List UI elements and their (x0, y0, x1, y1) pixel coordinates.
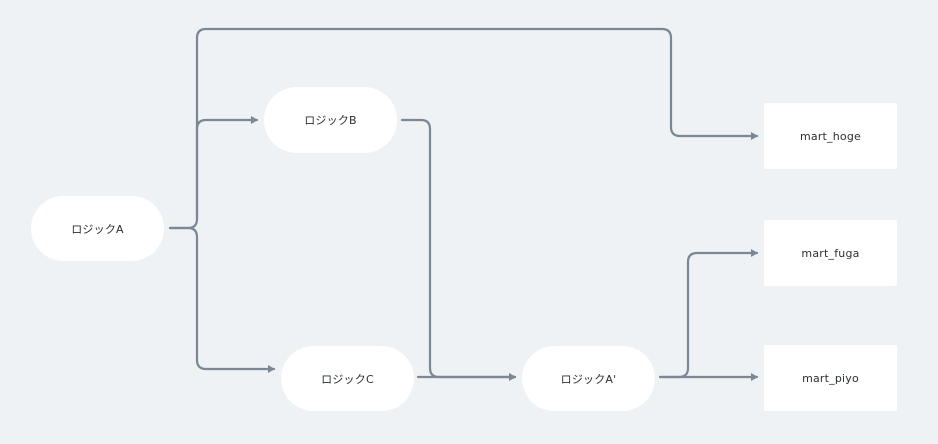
node-logic-c[interactable]: ロジックC (281, 346, 414, 411)
node-logic-c-label: ロジックC (321, 372, 374, 386)
edge-logic-a-prime-to-mart-fuga (658, 249, 759, 379)
edge-logic-b-to-logic-a-prime (400, 118, 517, 381)
edge-logic-a-to-logic-b (195, 116, 259, 221)
node-logic-b-label: ロジックB (304, 114, 357, 127)
node-logic-a-prime-label: ロジックA' (560, 372, 617, 386)
node-logic-b[interactable]: ロジックB (264, 87, 397, 153)
node-logic-a-prime[interactable]: ロジックA' (522, 346, 655, 411)
node-logic-a[interactable]: ロジックA (31, 196, 164, 261)
edge-logic-a-to-logic-c (168, 226, 276, 373)
node-mart-piyo-label: mart_piyo (802, 371, 859, 385)
node-mart-hoge[interactable]: mart_hoge (764, 103, 897, 169)
node-mart-hoge-label: mart_hoge (799, 129, 862, 143)
node-mart-fuga[interactable]: mart_fuga (764, 220, 897, 286)
edge-logic-a-to-mart-hoge (168, 27, 759, 230)
node-mart-piyo[interactable]: mart_piyo (764, 345, 897, 411)
node-mart-fuga-label: mart_fuga (801, 246, 860, 260)
node-logic-a-label: ロジックA (71, 222, 124, 236)
